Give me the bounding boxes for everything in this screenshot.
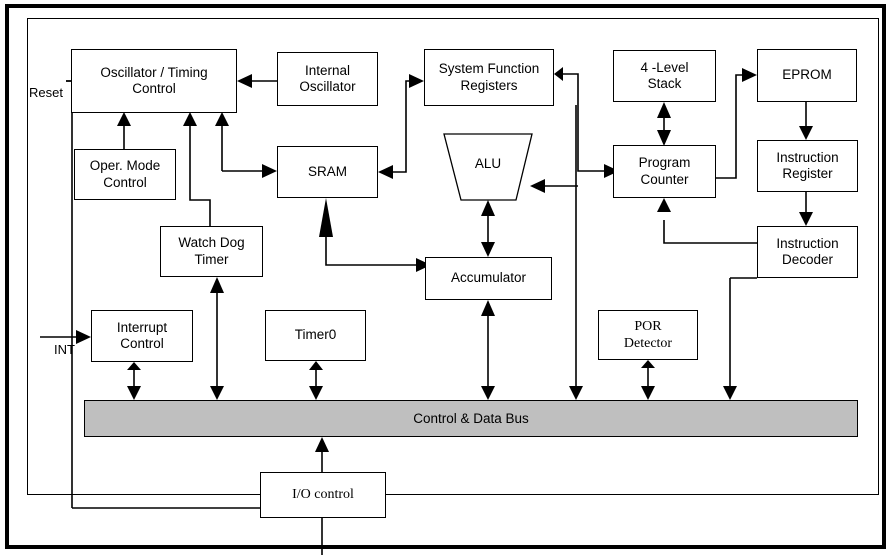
block-eprom[interactable]: EPROM (757, 49, 857, 102)
block-four-level-stack[interactable]: 4 -Level Stack (613, 50, 716, 102)
block-label: Timer0 (294, 327, 337, 343)
reset-text: Reset (29, 85, 63, 100)
block-label: Oscillator / Timing Control (100, 64, 208, 96)
bus-label: Control & Data Bus (413, 411, 529, 426)
inner-border (27, 18, 879, 495)
block-sram[interactable]: SRAM (277, 146, 378, 198)
block-internal-oscillator[interactable]: Internal Oscillator (277, 52, 378, 106)
block-alu[interactable] (440, 130, 536, 204)
block-label: POR Detector (623, 318, 673, 351)
block-io-control[interactable]: I/O control (260, 472, 386, 518)
block-por-detector[interactable]: POR Detector (598, 310, 698, 360)
block-label: Interrupt Control (116, 319, 168, 351)
block-label: Internal Oscillator (299, 62, 356, 94)
block-label: Instruction Register (776, 149, 839, 181)
block-label: Watch Dog Timer (178, 235, 245, 267)
block-system-function-registers[interactable]: System Function Registers (424, 49, 554, 106)
signal-label-reset: Reset (29, 85, 63, 100)
outer-border (5, 4, 886, 549)
block-instruction-register[interactable]: Instruction Register (757, 140, 858, 192)
block-interrupt-control[interactable]: Interrupt Control (91, 310, 193, 362)
block-watch-dog-timer[interactable]: Watch Dog Timer (160, 226, 263, 277)
block-oper-mode-control[interactable]: Oper. Mode Control (74, 149, 176, 200)
block-label: System Function Registers (438, 61, 540, 93)
int-text: INT (54, 342, 75, 357)
block-label: 4 -Level Stack (640, 59, 689, 91)
block-program-counter[interactable]: Program Counter (613, 145, 716, 198)
control-and-data-bus[interactable]: Control & Data Bus (84, 400, 858, 437)
block-label: EPROM (782, 67, 832, 83)
alu-text: ALU (474, 156, 502, 171)
block-label: Oper. Mode Control (89, 158, 161, 190)
signal-label-int: INT (54, 342, 75, 357)
block-alu-label: ALU (440, 156, 536, 171)
block-label: Instruction Decoder (776, 235, 839, 267)
block-timer0[interactable]: Timer0 (265, 310, 366, 361)
block-instruction-decoder[interactable]: Instruction Decoder (757, 226, 858, 278)
block-label: I/O control (292, 487, 354, 503)
block-label: Program Counter (638, 155, 691, 187)
block-label: SRAM (307, 163, 347, 179)
block-oscillator-timing-control[interactable]: Oscillator / Timing Control (71, 49, 237, 113)
block-label: Accumulator (450, 270, 527, 286)
block-accumulator[interactable]: Accumulator (425, 257, 552, 300)
